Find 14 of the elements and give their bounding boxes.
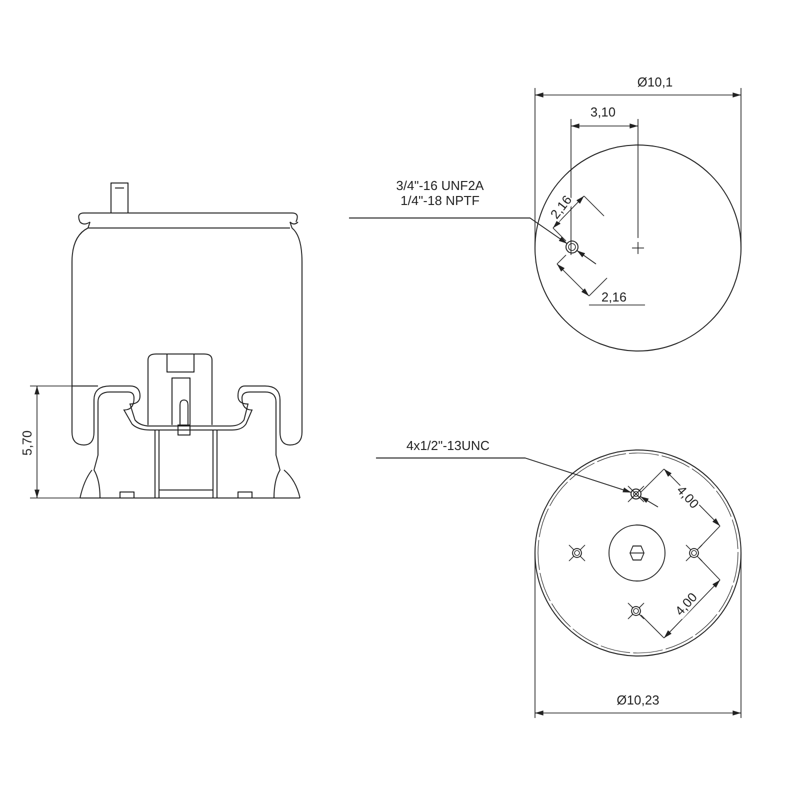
threaded-hole [566,240,578,254]
leader-line [376,458,632,493]
threaded-hole [630,488,642,500]
dimension-value: Ø10,23 [616,692,660,708]
dimension-value: 5,70 [20,429,34,457]
callout-text: 1/4"-18 NPTF [400,193,480,208]
callout-text: 4x1/2"-13UNC [406,438,490,453]
leader-line [348,218,568,244]
leader-line [576,250,596,264]
dimension-value: Ø10,1 [636,74,674,90]
dimension-value: 2,16 [600,290,628,304]
callout-text: 3/4"-16 UNF2A [396,178,484,193]
dimension-value: 3,10 [589,104,617,120]
leader-line [640,496,658,508]
